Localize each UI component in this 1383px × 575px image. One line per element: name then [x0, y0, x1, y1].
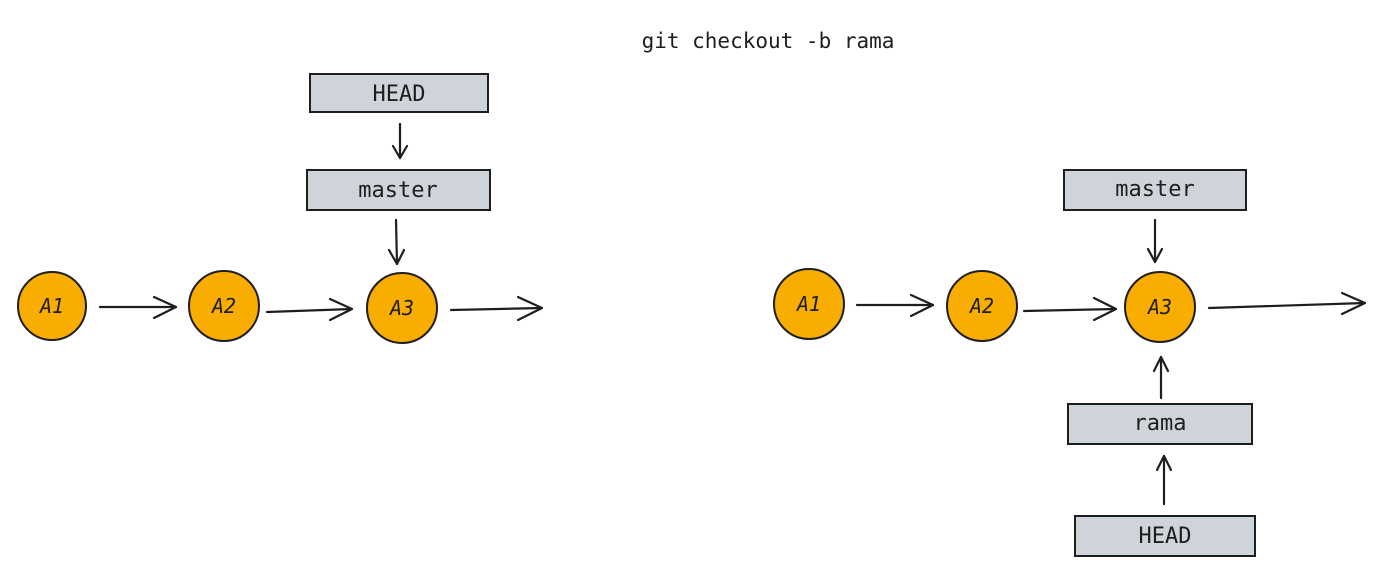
before-commit-a3-circle [366, 272, 438, 344]
after-arrow-rama-to-a3 [1152, 355, 1170, 400]
after-arrow-head-to-rama [1155, 454, 1173, 506]
before-arrow-master-to-a3 [387, 218, 406, 266]
after-head-label: HEAD [1139, 524, 1192, 549]
before-head-label: HEAD [373, 82, 426, 107]
before-arrow-a1-to-a2 [98, 295, 178, 320]
before-commit-a1-label: A1 [38, 294, 64, 318]
after-commit-a3-circle [1124, 271, 1196, 343]
after-commit-a1-label: A1 [795, 292, 821, 316]
before-arrow-a2-to-a3 [265, 297, 354, 322]
after-arrow-a1-to-a2 [855, 293, 935, 318]
before-state: HEAD master A1 A2 A3 [17, 73, 544, 344]
after-commit-a3-label: A3 [1146, 295, 1172, 319]
after-rama-label: rama [1134, 411, 1187, 436]
before-master-label: master [358, 178, 437, 203]
after-arrow-a3-out [1207, 291, 1367, 316]
before-head-box [309, 73, 489, 113]
after-commit-a2-label: A2 [968, 294, 994, 318]
after-arrow-a2-to-a3 [1022, 296, 1118, 322]
after-rama-box [1067, 403, 1253, 445]
before-arrow-head-to-master [391, 122, 409, 160]
after-commit-a1: A1 [773, 268, 845, 340]
before-master-box [306, 169, 491, 211]
before-master-ref: master [306, 169, 491, 211]
after-arrow-master-to-a3 [1146, 218, 1164, 264]
before-head-ref: HEAD [309, 73, 489, 113]
before-commit-a1-circle [17, 271, 87, 341]
after-master-box [1063, 169, 1247, 211]
before-commit-a2-label: A2 [210, 294, 236, 318]
after-commit-a2: A2 [946, 270, 1018, 342]
after-master-label: master [1115, 177, 1194, 202]
after-state: master A1 A2 A3 [773, 169, 1367, 557]
after-master-ref: master [1063, 169, 1247, 211]
before-commit-a2-circle [188, 270, 260, 342]
after-head-box [1074, 515, 1256, 557]
before-commit-a3: A3 [366, 272, 438, 344]
after-commit-a3: A3 [1124, 271, 1196, 343]
before-arrow-a3-out [449, 295, 544, 322]
before-commit-a2: A2 [188, 270, 260, 342]
after-commit-a1-circle [773, 268, 845, 340]
before-commit-a3-label: A3 [388, 296, 414, 320]
before-commit-a1: A1 [17, 271, 87, 341]
after-rama-ref: rama [1067, 403, 1253, 445]
diagram-title: git checkout -b rama [642, 29, 895, 53]
after-head-ref: HEAD [1074, 515, 1256, 557]
after-commit-a2-circle [946, 270, 1018, 342]
